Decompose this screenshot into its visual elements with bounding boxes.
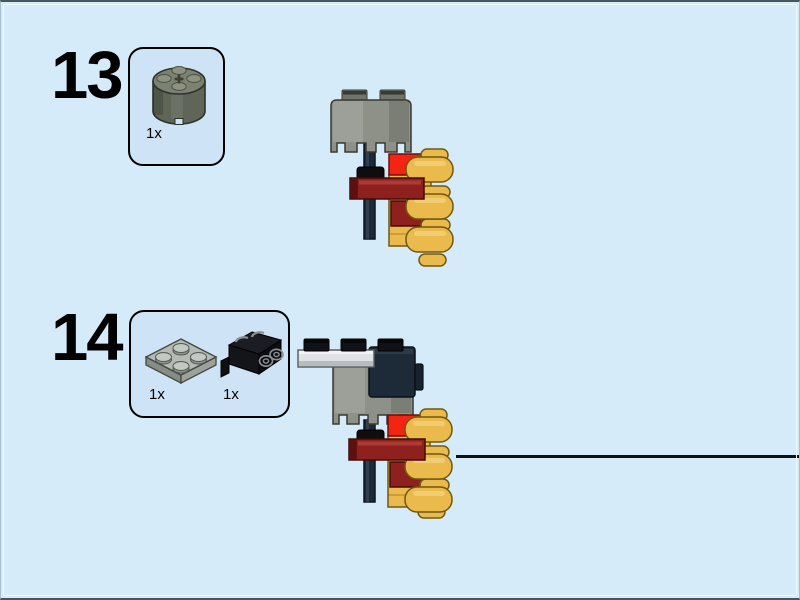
step-14-assembly-illustration	[297, 338, 453, 519]
step-13-number: 13	[51, 38, 124, 113]
step-divider-line	[456, 455, 799, 458]
step-14-parts-box: 1x 1x	[129, 310, 290, 418]
round-brick-studs	[156, 66, 202, 91]
light-gray-plate	[297, 349, 375, 368]
black-studs	[303, 338, 404, 352]
flame-pieces	[404, 408, 453, 519]
turntable-piece	[330, 89, 412, 153]
dark-red-crossbar	[349, 177, 425, 200]
dark-red-crossbar	[348, 438, 426, 461]
bracket-stud-highlights	[234, 331, 284, 367]
black-bracket-piece	[368, 346, 424, 398]
part-count: 1x	[223, 386, 239, 403]
step-13-assembly-illustration	[330, 89, 454, 267]
axle-hole	[174, 74, 184, 84]
plate-studs	[155, 343, 207, 374]
part-count: 1x	[146, 125, 162, 142]
step-14-number: 14	[51, 300, 124, 375]
round-brick-2x2-icon	[152, 66, 206, 125]
plate-2x2-icon	[144, 338, 218, 385]
bracket-1x2-icon	[220, 331, 284, 378]
part-count: 1x	[149, 386, 165, 403]
flame-pieces	[405, 148, 454, 267]
step-13-parts-box: 1x	[128, 47, 225, 166]
